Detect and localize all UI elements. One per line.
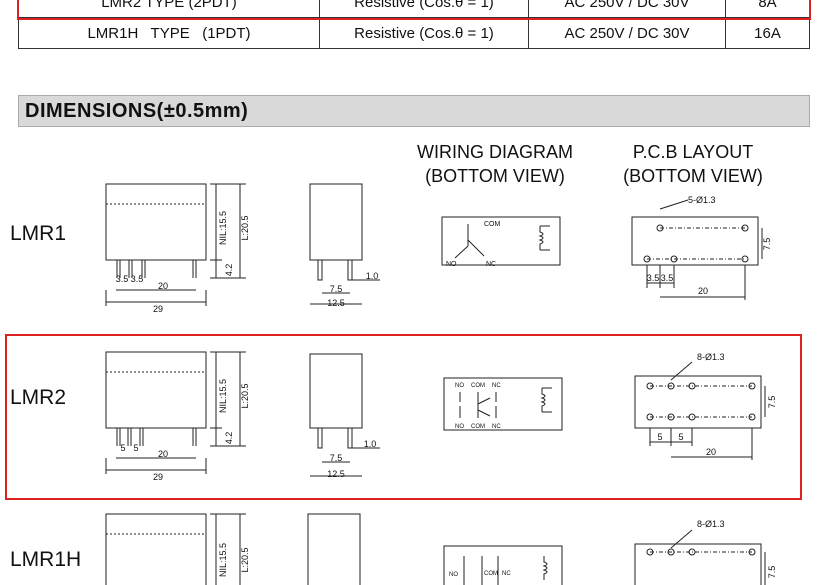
lmr1h-side-view [307, 513, 361, 585]
lmr1h-front-view [105, 513, 246, 585]
lmr1-span-dim: 20 [158, 281, 168, 291]
lmr2-l-dim: L:20.5 [240, 383, 250, 408]
lmr1-sidepin-dim: 7.5 [330, 284, 343, 294]
dimensions-band: DIMENSIONS(±0.5mm) [18, 95, 810, 127]
wiring-header-line2: (BOTTOM VIEW) [425, 166, 565, 186]
wiring-header: WIRING DIAGRAM (BOTTOM VIEW) [405, 140, 585, 188]
lmr1h-pcb-h: 7.5 [767, 566, 777, 579]
lmr2-pcb-p2: 5 [678, 432, 683, 442]
model-label-lmr1: LMR1 [10, 222, 67, 245]
lmr1-nc-label: NC [486, 261, 496, 268]
lmr2-sidepin-dim: 7.5 [330, 453, 343, 463]
lmr1-pcb-p2: 3.5 [661, 273, 674, 283]
pcb-header: P.C.B LAYOUT (BOTTOM VIEW) [608, 140, 778, 188]
lmr1-wiring-diagram [441, 216, 561, 266]
lmr1-sidew-dim: 12.5 [327, 298, 345, 308]
lmr1-pcb-span: 20 [698, 286, 708, 296]
lmr1-holes-label: 5-Ø1.3 [688, 195, 716, 205]
lmr2-holes-label: 8-Ø1.3 [697, 352, 725, 362]
lmr1h-holes-label: 8-Ø1.3 [697, 519, 725, 529]
lmr1h-pcb-layout [634, 529, 766, 585]
lmr2-span-dim: 20 [158, 449, 168, 459]
lmr2-com-label: COM [471, 383, 485, 389]
lmr1-p1-dim: 3.5 [116, 274, 129, 284]
lmr1-no-label: NO [446, 261, 457, 268]
lmr2-com-label-2: COM [471, 424, 485, 430]
section-title: DIMENSIONS(±0.5mm) [25, 100, 249, 122]
lmr1-pcb-p1: 3.5 [647, 273, 660, 283]
lmr2-nil-dim: NIL:15.5 [218, 379, 228, 413]
lmr2-pcb-h: 7.5 [767, 396, 777, 409]
lmr2-front-view [105, 351, 246, 474]
pcb-header-line2: (BOTTOM VIEW) [623, 166, 763, 186]
voltage-cell: AC 250V / DC 30V [528, 17, 726, 49]
table-row: LMR1H TYPE (1PDT) Resistive (Cos.θ = 1) … [18, 17, 810, 49]
lmr2-nc-label: NC [492, 383, 501, 389]
lmr2-width-dim: 29 [153, 472, 163, 482]
lmr2-no-label-2: NO [455, 424, 464, 430]
lmr1-p2-dim: 3.5 [131, 274, 144, 284]
lmr1-pcb-h: 7.5 [762, 238, 772, 251]
lmr2-nc-label-2: NC [492, 424, 501, 430]
table-row: LMR2 TYPE (2PDT) Resistive (Cos.θ = 1) A… [18, 0, 810, 18]
lmr2-pint-dim: 1.0 [364, 439, 377, 449]
lmr2-pcb-layout [634, 361, 766, 460]
lmr2-pinh-dim: 4.2 [224, 432, 234, 445]
lmr2-wiring-diagram [443, 377, 563, 431]
lmr2-no-label: NO [455, 383, 464, 389]
lmr1-l-dim: L:20.5 [240, 215, 250, 240]
model-label-lmr2: LMR2 [10, 386, 67, 409]
lmr2-pcb-span: 20 [706, 447, 716, 457]
spec-table: LMR2 TYPE (2PDT) Resistive (Cos.θ = 1) A… [18, 0, 810, 49]
lmr1h-wiring-diagram [443, 545, 563, 585]
lmr1h-com-label: COM [484, 571, 498, 577]
lmr1-pcb-layout [631, 199, 763, 300]
lmr1-pinh-dim: 4.2 [224, 264, 234, 277]
wiring-header-line1: WIRING DIAGRAM [417, 142, 573, 162]
lmr1-front-view [105, 183, 246, 306]
lmr2-p2-dim: 5 [133, 443, 138, 453]
lmr1h-l-dim: L:20.5 [240, 547, 250, 572]
model-label-lmr1h: LMR1H [10, 548, 82, 571]
lmr2-p1-dim: 5 [120, 443, 125, 453]
lmr2-sidew-dim: 12.5 [327, 469, 345, 479]
lmr1-nil-dim: NIL:15.5 [218, 211, 228, 245]
lmr1h-no-label: NO [449, 572, 458, 578]
lmr2-pcb-p1: 5 [657, 432, 662, 442]
highlight-row-lmr2 [17, 0, 811, 20]
pcb-header-line1: P.C.B LAYOUT [632, 142, 754, 162]
lmr1-width-dim: 29 [153, 304, 163, 314]
lmr1h-nc-label: NC [502, 571, 511, 577]
lmr1-side-view [309, 183, 380, 305]
lmr1-com-label: COM [484, 221, 501, 228]
lmr2-side-view [309, 353, 380, 477]
lmr1-pint-dim: 1.0 [366, 271, 379, 281]
highlight-lmr2 [5, 334, 802, 500]
lmr1h-nil-dim: NIL:15.5 [218, 543, 228, 577]
load-cell: Resistive (Cos.θ = 1) [319, 17, 529, 49]
